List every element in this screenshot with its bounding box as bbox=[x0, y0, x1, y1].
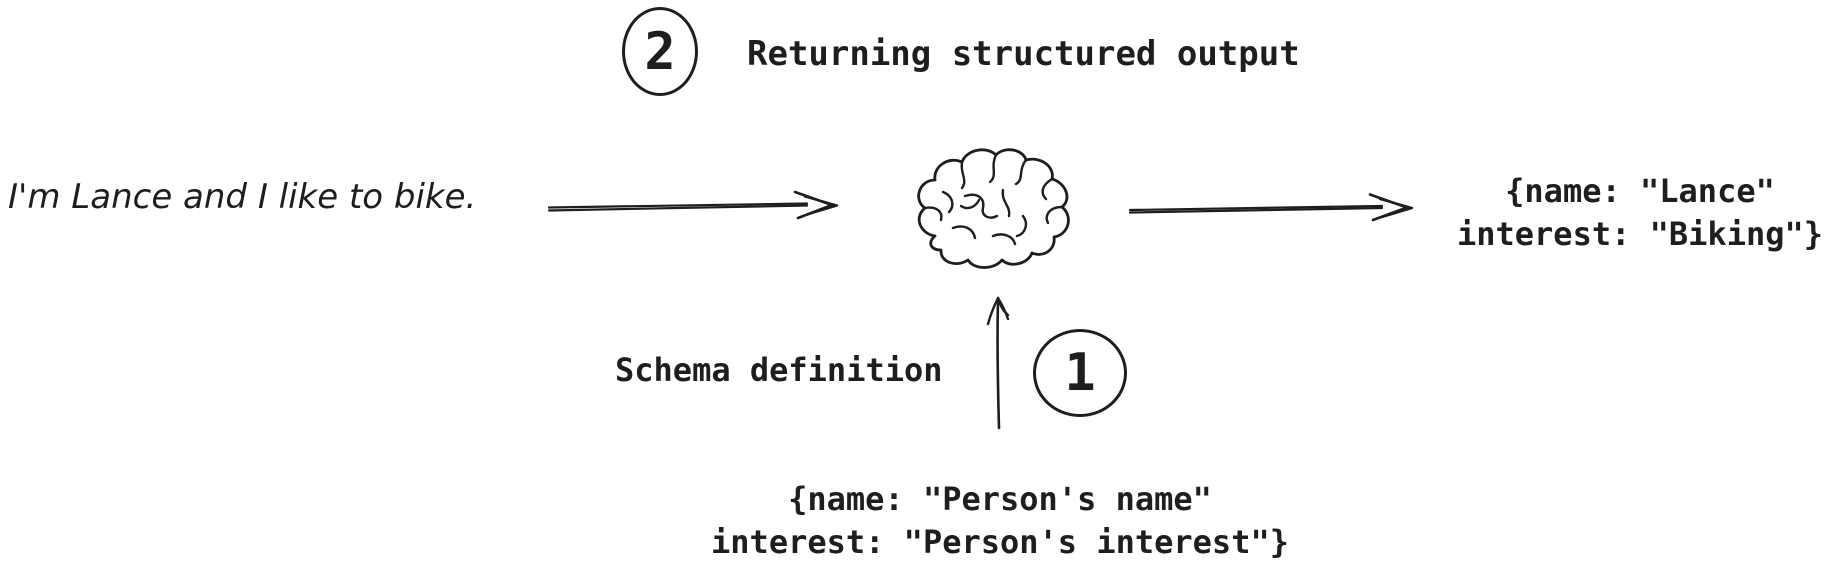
output-json-line2: interest: "Biking"} bbox=[1456, 215, 1824, 253]
output-json-line1: {name: "Lance" bbox=[1505, 172, 1775, 210]
arrow-brain-to-output-icon bbox=[1128, 193, 1414, 222]
brain-icon bbox=[917, 148, 1070, 269]
schema-json-line2: interest: "Person's interest"} bbox=[711, 523, 1289, 561]
diagram-title: Returning structured output bbox=[747, 34, 1300, 74]
arrow-schema-up-icon bbox=[986, 296, 1010, 430]
arrow-input-to-brain-icon bbox=[547, 190, 839, 220]
output-json: {name: "Lance" interest: "Biking"} bbox=[1420, 170, 1838, 256]
step-1-number: 1 bbox=[1064, 343, 1096, 403]
step-1-circle: 1 bbox=[1033, 329, 1127, 417]
step-2-number: 2 bbox=[644, 21, 676, 82]
schema-json: {name: "Person's name" interest: "Person… bbox=[700, 478, 1300, 564]
input-message-text: I'm Lance and I like to bike. bbox=[8, 177, 477, 217]
schema-json-line1: {name: "Person's name" bbox=[788, 480, 1212, 518]
schema-definition-label: Schema definition bbox=[615, 351, 943, 389]
step-2-circle: 2 bbox=[622, 7, 698, 96]
